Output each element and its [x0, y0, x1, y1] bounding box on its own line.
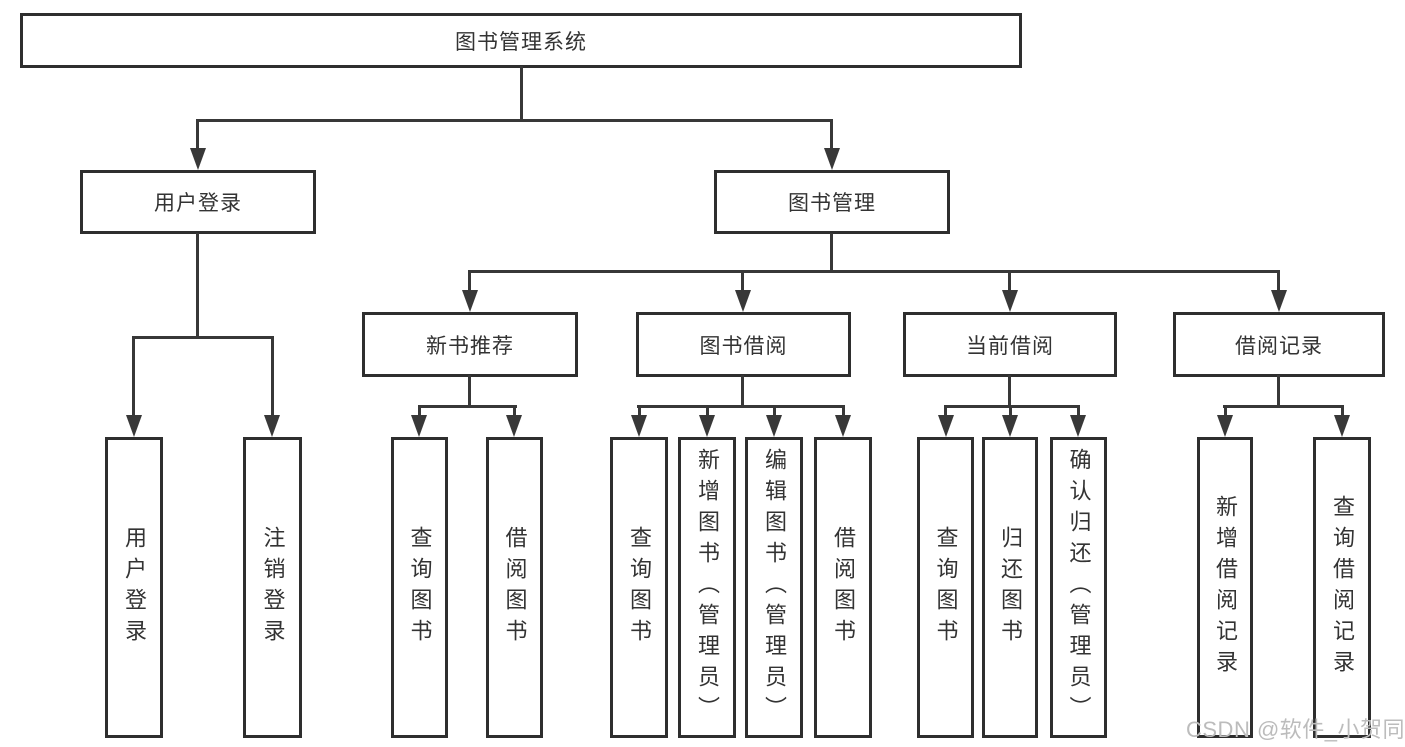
connector-arrow-line — [1341, 405, 1344, 417]
node-query-books-current: 查询图书 — [917, 437, 974, 738]
node-current-borrowing: 当前借阅 — [903, 312, 1117, 377]
connector-arrow-line — [638, 405, 641, 417]
node-label: 图书管理 — [788, 192, 876, 215]
connector-user-login-rail — [132, 336, 273, 339]
arrowhead-down — [264, 415, 280, 437]
node-borrow-books-recommend: 借阅图书 — [486, 437, 543, 738]
arrowhead-down — [835, 415, 851, 437]
node-label: 借阅图书 — [831, 525, 856, 650]
node-borrowing-records: 借阅记录 — [1173, 312, 1385, 377]
connector-arrow-line — [706, 405, 709, 417]
node-label: 确认归还（管理员） — [1066, 448, 1092, 727]
node-edit-books-admin: 编辑图书（管理员） — [745, 437, 803, 738]
connector-arrow-line — [773, 405, 776, 417]
node-query-borrow-record: 查询借阅记录 — [1313, 437, 1371, 738]
node-label: 图书管理系统 — [455, 30, 587, 54]
connector-records-rail — [1223, 405, 1344, 408]
connector-arrow-line — [1077, 405, 1080, 417]
connector-arrow-line — [513, 405, 516, 417]
node-label: 新增借阅记录 — [1213, 494, 1238, 681]
node-borrow-books-borrowing: 借阅图书 — [814, 437, 872, 738]
node-label: 查询图书 — [407, 525, 433, 650]
connector-arrow-line — [1008, 270, 1011, 293]
arrowhead-down — [766, 415, 782, 437]
node-label: 查询图书 — [933, 525, 959, 650]
arrowhead-down — [735, 290, 751, 312]
connector-arrow-line — [842, 405, 845, 417]
arrowhead-down — [631, 415, 647, 437]
node-add-borrow-record: 新增借阅记录 — [1197, 437, 1253, 738]
arrowhead-down — [1334, 415, 1350, 437]
connector-arrow-line — [271, 336, 274, 417]
node-label: 图书借阅 — [699, 334, 788, 358]
connector-arrow-line — [1277, 270, 1280, 293]
node-label: 新书推荐 — [426, 334, 514, 358]
node-user-login: 用户登录 — [80, 170, 316, 234]
connector-book-borrow-rail — [637, 405, 845, 408]
node-label: 当前借阅 — [966, 334, 1054, 358]
connector-arrow-line — [1224, 405, 1227, 417]
arrowhead-down — [1002, 415, 1018, 437]
node-label: 新增图书（管理员） — [695, 448, 720, 727]
connector-book-management-stem — [830, 233, 833, 273]
connector-arrow-line — [944, 405, 947, 417]
connector-new-book-stem — [468, 375, 471, 408]
node-book-borrowing: 图书借阅 — [636, 312, 851, 377]
node-new-book-recommend: 新书推荐 — [362, 312, 578, 377]
node-library-management-system: 图书管理系统 — [20, 13, 1022, 68]
connector-arrow-line — [132, 336, 135, 417]
connector-user-login-stem — [196, 233, 199, 338]
node-label: 用户登录 — [154, 192, 242, 215]
connector-arrow-line — [468, 270, 471, 293]
connector-root-stem — [520, 66, 523, 121]
arrowhead-down — [1217, 415, 1233, 437]
node-book-management: 图书管理 — [714, 170, 950, 234]
connector-current-borrow-rail — [944, 405, 1080, 408]
arrowhead-down — [1070, 415, 1086, 437]
node-query-books-recommend: 查询图书 — [391, 437, 448, 738]
connector-new-book-rail — [418, 405, 517, 408]
arrowhead-down — [462, 290, 478, 312]
connector-book-borrow-stem — [741, 375, 744, 408]
arrowhead-down — [126, 415, 142, 437]
csdn-watermark: CSDN @软件_小贺同学 — [1186, 717, 1405, 742]
arrowhead-down — [699, 415, 715, 437]
connector-records-stem — [1277, 375, 1280, 408]
arrowhead-down — [190, 148, 206, 170]
node-label: 编辑图书（管理员） — [762, 448, 787, 727]
node-label: 归还图书 — [998, 525, 1023, 650]
connector-arrow-line — [418, 405, 421, 417]
node-label: 查询图书 — [627, 525, 652, 650]
node-query-books-borrowing: 查询图书 — [610, 437, 668, 738]
connector-level3-rail — [468, 270, 1280, 273]
connector-arrow-line — [741, 270, 744, 293]
arrowhead-down — [938, 415, 954, 437]
node-return-books: 归还图书 — [982, 437, 1038, 738]
connector-current-borrow-stem — [1008, 375, 1011, 408]
node-label: 借阅图书 — [502, 525, 528, 650]
node-label: 查询借阅记录 — [1330, 494, 1355, 681]
arrowhead-down — [1271, 290, 1287, 312]
node-label: 借阅记录 — [1235, 334, 1323, 358]
node-label: 注销登录 — [260, 525, 286, 650]
arrowhead-down — [824, 148, 840, 170]
arrowhead-down — [411, 415, 427, 437]
node-logout: 注销登录 — [243, 437, 302, 738]
node-label: 用户登录 — [122, 525, 147, 650]
connector-arrow-line — [830, 119, 833, 151]
node-user-login-action: 用户登录 — [105, 437, 163, 738]
node-add-books-admin: 新增图书（管理员） — [678, 437, 736, 738]
arrowhead-down — [506, 415, 522, 437]
arrowhead-down — [1002, 290, 1018, 312]
connector-level2-rail — [196, 119, 833, 122]
connector-arrow-line — [196, 119, 199, 151]
connector-arrow-line — [1009, 405, 1012, 417]
node-confirm-return-admin: 确认归还（管理员） — [1050, 437, 1107, 738]
